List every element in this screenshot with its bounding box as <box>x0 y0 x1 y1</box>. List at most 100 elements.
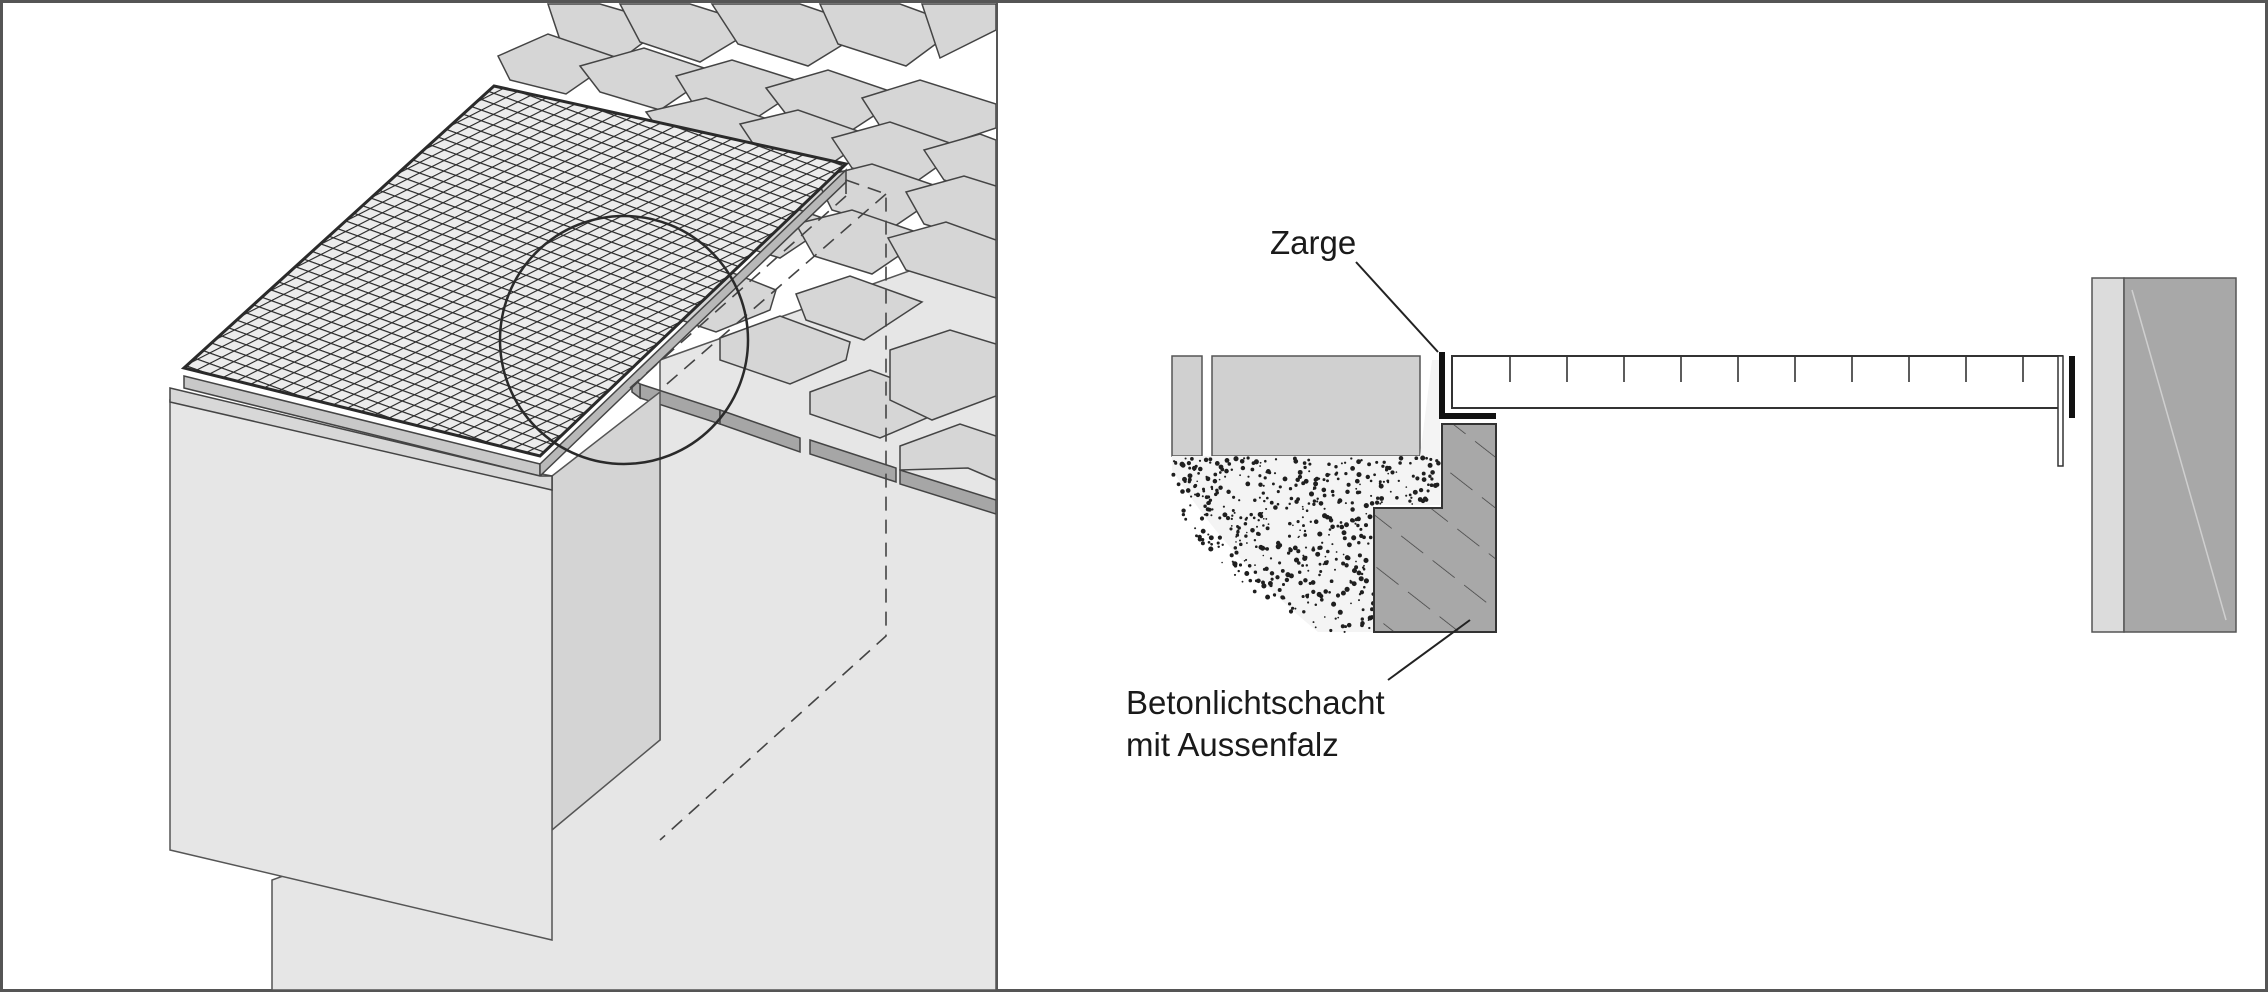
gravel-grain <box>1210 485 1214 489</box>
gravel-grain <box>1339 521 1343 524</box>
label-zarge: Zarge <box>1270 224 1356 261</box>
gravel-grain <box>1233 456 1239 462</box>
gravel-grain <box>1254 564 1256 567</box>
gravel-grain <box>1243 457 1246 460</box>
gravel-grain <box>1222 512 1228 518</box>
gravel-grain <box>1356 459 1361 465</box>
gravel-grain <box>1236 525 1239 528</box>
gravel-grain <box>1313 481 1319 487</box>
gravel-grain <box>1190 457 1194 461</box>
gravel-grain <box>1312 502 1316 506</box>
paving-tiles <box>496 3 996 481</box>
gravel-grain <box>1218 516 1222 520</box>
gravel-grain <box>1343 630 1346 633</box>
gravel-grain <box>1334 568 1336 571</box>
gravel-grain <box>1275 575 1280 580</box>
gravel-grain <box>1267 523 1270 525</box>
gravel-grain <box>1409 461 1412 465</box>
gravel-grain <box>1272 593 1277 597</box>
gravel-grain <box>1307 502 1311 505</box>
gravel-grain <box>1307 601 1310 604</box>
gravel-grain <box>1312 488 1315 491</box>
gravel-grain <box>1292 545 1298 551</box>
gravel-grain <box>1311 589 1316 595</box>
gravel-grain <box>1375 500 1380 505</box>
gravel-grain <box>1231 514 1234 517</box>
gravel-grain <box>1253 570 1258 574</box>
gravel-grain <box>1249 512 1253 517</box>
gravel-grain <box>1361 608 1365 612</box>
gravel-grain <box>1200 541 1205 546</box>
gravel-grain <box>1194 493 1197 496</box>
gravel-grain <box>1193 483 1198 488</box>
gravel-grain <box>1205 475 1208 479</box>
gravel-grain <box>1287 534 1292 538</box>
gravel-grain <box>1382 460 1386 464</box>
gravel-grain <box>1273 472 1277 475</box>
gravel-grain <box>1367 514 1373 520</box>
gravel-grain <box>1414 456 1419 461</box>
gravel-grain <box>1303 529 1307 533</box>
gravel-grain <box>1357 540 1361 545</box>
gravel-grain <box>1346 622 1352 628</box>
gravel-grain <box>1227 462 1232 466</box>
gravel-grain <box>1247 564 1252 568</box>
gravel-grain <box>1288 573 1294 579</box>
gravel-grain <box>1324 555 1327 558</box>
gravel-grain <box>1350 457 1353 460</box>
gravel-grain <box>1181 508 1186 513</box>
gravel-grain <box>1328 590 1331 594</box>
gravel-grain <box>1231 560 1234 563</box>
gravel-grain <box>1369 479 1373 483</box>
gravel-dots <box>1171 455 1441 633</box>
gravel-grain <box>1209 461 1212 464</box>
gravel-grain <box>1304 555 1308 560</box>
gravel-grain <box>1294 483 1298 487</box>
gravel-grain <box>1322 478 1326 482</box>
concrete-light-well <box>1373 423 1497 633</box>
gravel-grain <box>1405 494 1408 497</box>
gravel-grain <box>1316 497 1319 501</box>
gravel-grain <box>1302 610 1306 614</box>
gravel-grain <box>1201 495 1204 498</box>
gravel-grain <box>1331 601 1337 607</box>
gravel-grain <box>1244 518 1248 521</box>
gravel-grain <box>1229 527 1233 531</box>
gravel-grain <box>1292 524 1294 527</box>
gravel-grain <box>1258 474 1262 478</box>
gravel-grain <box>1207 540 1211 544</box>
gravel-grain <box>1289 496 1294 501</box>
gravel-grain <box>1247 475 1250 478</box>
gravel-grain <box>1336 524 1340 528</box>
gravel-grain <box>1303 578 1308 583</box>
gravel-grain <box>1325 472 1330 478</box>
gravel-grain <box>1190 495 1193 498</box>
gravel-grain <box>1425 456 1428 460</box>
gravel-grain <box>1262 567 1266 571</box>
gravel-grain <box>1276 540 1281 546</box>
gravel-grain <box>1233 573 1237 576</box>
gravel-grain <box>1381 464 1385 468</box>
gravel-grain <box>1268 471 1272 475</box>
gravel-grain <box>1265 507 1268 511</box>
gravel-grain <box>1239 539 1241 542</box>
gravel-grain <box>1258 482 1263 487</box>
gravel-grain <box>1344 502 1347 505</box>
gravel-grain <box>1240 465 1246 471</box>
gravel-grain <box>1210 514 1213 517</box>
gravel-grain <box>1241 580 1244 583</box>
gravel-grain <box>1295 477 1300 483</box>
gravel-grain <box>1380 501 1383 504</box>
zarge-profile <box>1439 352 1496 419</box>
gravel-grain <box>1363 585 1366 589</box>
gravel-grain <box>1239 459 1245 464</box>
gravel-grain <box>1358 576 1364 582</box>
gravel-grain <box>1436 461 1441 466</box>
gravel-grain <box>1265 517 1268 520</box>
gravel-grain <box>1214 473 1217 476</box>
gravel-grain <box>1288 521 1292 526</box>
gravel-grain <box>1235 541 1237 543</box>
gravel-grain <box>1265 594 1271 600</box>
gravel-grain <box>1237 569 1240 573</box>
gravel-grain <box>1350 501 1354 505</box>
